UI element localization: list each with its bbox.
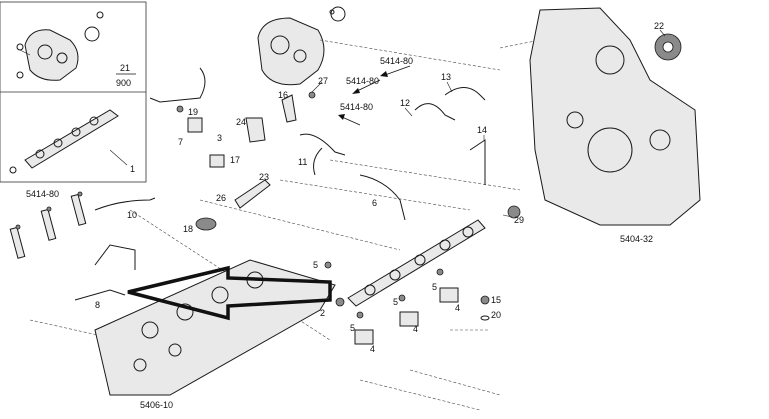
gear-cover-housing [529,7,701,226]
refcode-pipes-top: 5414-80 [380,56,413,66]
high-pressure-pump [257,6,346,86]
callout-18: 18 [183,224,193,234]
callout-8: 8 [95,300,100,310]
inset-rail-drawing: 1 [9,109,135,174]
callout-24: 24 [236,117,246,127]
inset-label-rail: 1 [130,164,135,174]
callout-7: 7 [178,137,183,147]
inset-pump-drawing [16,11,104,81]
callout-23: 23 [259,172,269,182]
fuel-rail [335,219,486,307]
callout-29: 29 [514,215,524,225]
callout-19: 19 [188,107,198,117]
inset-panel: 21 900 1 [0,1,147,183]
callout-13: 13 [441,72,451,82]
refcode-gear-cover: 5404-32 [620,234,653,244]
gear-22 [654,33,682,61]
callout-12: 12 [400,98,410,108]
refcode-pipes-right: 5414-80 [340,102,373,112]
callout-22: 22 [654,21,664,31]
inset-label-top: 21 [120,63,130,73]
callout-27: 27 [318,76,328,86]
injectors [9,191,87,259]
callout-3: 3 [217,133,222,143]
part-29 [507,205,521,219]
callout-4b: 4 [413,324,418,334]
callout-5b: 5 [350,323,355,333]
callout-6: 6 [372,198,377,208]
callout-16: 16 [278,90,288,100]
part-callouts: 2 3 4 4 4 5 5 5 5 6 7 8 10 11 12 13 14 1… [95,21,664,354]
callout-4c: 4 [455,303,460,313]
callout-4a: 4 [370,344,375,354]
callout-11: 11 [298,157,307,167]
callout-20: 20 [491,310,501,320]
callout-2: 2 [320,308,325,318]
leader-lines [311,29,666,218]
callout-14: 14 [477,125,487,135]
inset-label-fraction: 21 900 [116,63,136,88]
reference-code-labels: 5414-80 5414-80 5414-80 5414-80 5406-10 … [26,56,653,410]
refcode-cylinder-head: 5406-10 [140,400,173,410]
callout-5c: 5 [393,297,398,307]
highlight-arrow [127,265,332,321]
callout-5a: 5 [313,260,318,270]
callout-26: 26 [216,193,226,203]
refcode-pipes-mid: 5414-80 [346,76,379,86]
reference-arrows [338,65,411,126]
callout-5d: 5 [432,282,437,292]
small-parts [176,91,490,345]
refcode-injectors: 5414-80 [26,189,59,199]
injector-pipes [74,67,486,301]
inset-label-bottom: 900 [116,78,131,88]
callout-10: 10 [127,210,137,220]
assembly-guide-lines [29,39,541,411]
callout-15: 15 [491,295,501,305]
callout-17: 17 [230,155,240,165]
